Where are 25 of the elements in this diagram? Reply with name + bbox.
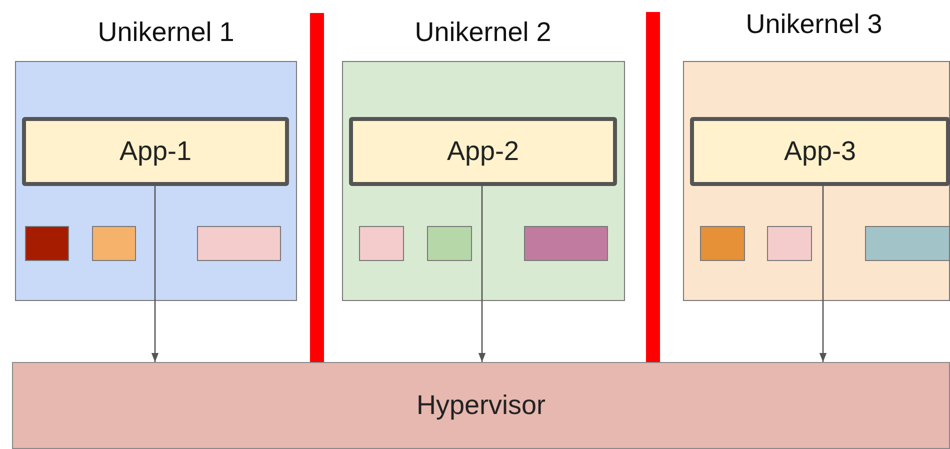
module-block [427, 226, 472, 261]
module-block [197, 226, 281, 261]
module-block [700, 226, 745, 261]
app-label: App-2 [446, 136, 520, 167]
arrow [478, 186, 486, 362]
module-block [865, 226, 950, 261]
app-box [690, 117, 950, 186]
unikernel-heading: Unikernel 2 [414, 17, 552, 48]
module-block [524, 226, 608, 261]
app-label: App-3 [784, 136, 856, 167]
divider-bar [310, 13, 324, 362]
app-box [22, 117, 289, 186]
unikernel-heading: Unikernel 1 [98, 17, 234, 48]
app-label: App-1 [119, 136, 192, 167]
hypervisor-label: Hypervisor [416, 390, 546, 421]
hypervisor-bar [12, 362, 950, 449]
unikernel-heading: Unikernel 3 [746, 9, 882, 40]
divider-bar [646, 12, 660, 362]
module-block [767, 226, 812, 261]
module-block [359, 226, 404, 261]
module-block [25, 226, 69, 261]
module-block [92, 226, 136, 261]
arrow [151, 186, 159, 362]
arrow [819, 186, 827, 362]
app-box [349, 117, 617, 186]
